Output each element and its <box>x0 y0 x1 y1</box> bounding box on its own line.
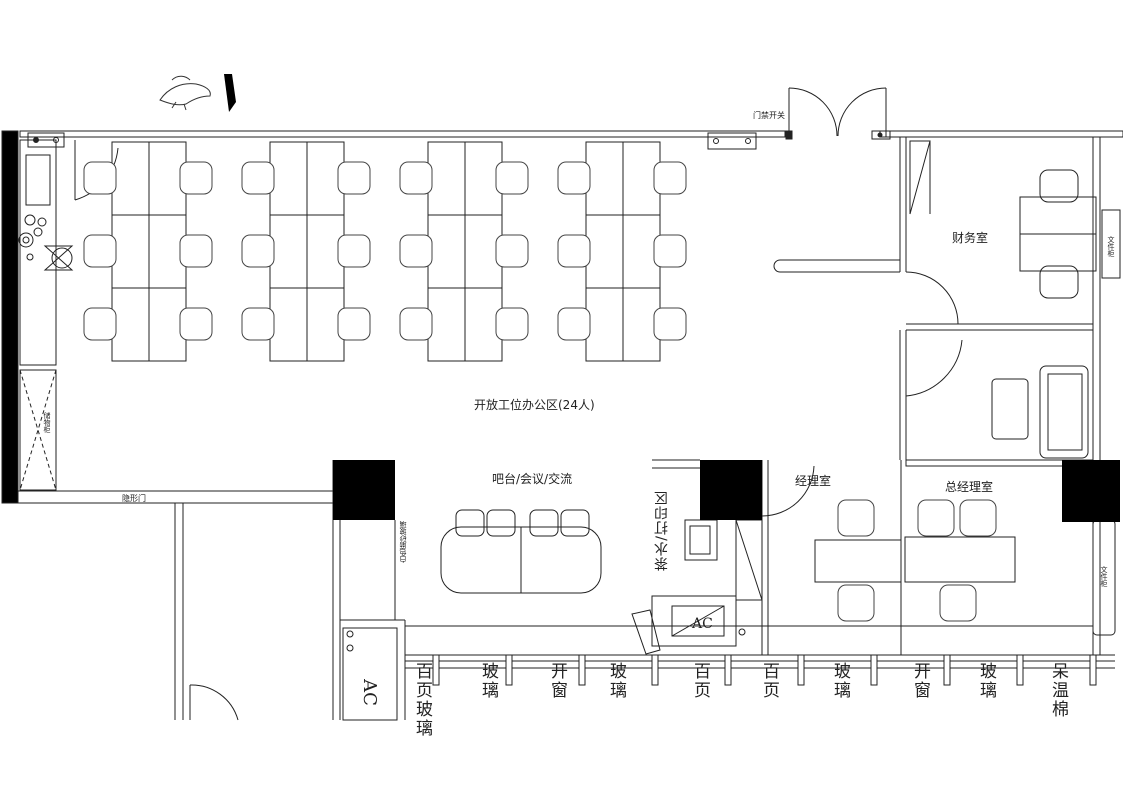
office-chair <box>83 307 117 341</box>
workstation-desk <box>585 141 624 216</box>
office-chair <box>837 499 875 537</box>
bar-area-label: 吧台/会议/交流 <box>492 472 573 486</box>
window-post <box>1089 654 1097 686</box>
open-office-label: 开放工位办公区(24人) <box>474 398 595 412</box>
workstation-desk <box>585 287 624 362</box>
window-post <box>651 654 659 686</box>
office-chair <box>939 584 977 622</box>
water-print-label: 茶水/打印区 <box>654 490 670 571</box>
window-post <box>870 654 878 686</box>
office-chair <box>959 499 997 537</box>
workstation-desk <box>111 287 150 362</box>
window-label: 开窗 <box>910 662 930 700</box>
cabinet-left-label: 储物柜 <box>43 412 51 433</box>
window-label: 玻璃 <box>606 662 626 700</box>
office-chair <box>917 499 955 537</box>
workstation-desk <box>269 141 308 216</box>
office-chair <box>495 307 529 341</box>
window-label: 玻璃 <box>976 662 996 700</box>
hidden-door-label: 隐形门 <box>122 494 146 503</box>
office-chair <box>179 234 213 268</box>
office-chair <box>83 161 117 195</box>
workstation-desk <box>585 214 624 289</box>
workstation-desk <box>427 141 466 216</box>
window-label: 百页 <box>759 662 779 700</box>
ac-unit-label: AC <box>692 616 713 632</box>
window-label: 百页 <box>690 662 710 700</box>
cabinet-finance-label: 文件柜 <box>1107 236 1115 257</box>
window-label: 开窗 <box>547 662 567 700</box>
workstation-desk <box>427 214 466 289</box>
office-chair <box>399 161 433 195</box>
window-post <box>578 654 586 686</box>
workstation-desk <box>111 214 150 289</box>
office-chair <box>241 234 275 268</box>
workstation-desk <box>269 214 308 289</box>
window-post <box>432 654 440 686</box>
office-chair <box>653 234 687 268</box>
office-chair <box>837 584 875 622</box>
window-label: 玻璃 <box>830 662 850 700</box>
ac-unit-left-label: AC <box>358 679 380 706</box>
window-post <box>797 654 805 686</box>
office-chair <box>399 234 433 268</box>
office-chair <box>653 161 687 195</box>
window-label: 百页玻璃 <box>412 662 432 738</box>
window-label: 玻璃 <box>478 662 498 700</box>
office-chair <box>399 307 433 341</box>
office-chair <box>653 307 687 341</box>
office-chair <box>495 161 529 195</box>
office-chair <box>337 161 371 195</box>
window-post <box>724 654 732 686</box>
office-chair <box>337 234 371 268</box>
cabinet-gm-label: 文件柜 <box>1100 566 1108 587</box>
door-switch-label: 门禁开关 <box>753 111 785 120</box>
office-chair <box>241 307 275 341</box>
finance-room-label: 财务室 <box>952 231 989 245</box>
office-chair <box>179 307 213 341</box>
window-post <box>1016 654 1024 686</box>
workstation-desk <box>269 287 308 362</box>
office-chair <box>83 234 117 268</box>
office-chair <box>557 161 591 195</box>
office-chair <box>241 161 275 195</box>
workstation-desk <box>427 287 466 362</box>
office-chair <box>557 307 591 341</box>
manager-room-label: 经理室 <box>795 474 832 488</box>
frosted-glass-label: 白色磨砂玻璃 <box>399 521 407 563</box>
window-post <box>943 654 951 686</box>
office-chair <box>337 307 371 341</box>
office-chair <box>179 161 213 195</box>
gm-room-label: 总经理室 <box>945 480 994 494</box>
office-chair <box>495 234 529 268</box>
window-post <box>505 654 513 686</box>
office-chair <box>557 234 591 268</box>
window-label: 呆温棉 <box>1048 662 1068 719</box>
